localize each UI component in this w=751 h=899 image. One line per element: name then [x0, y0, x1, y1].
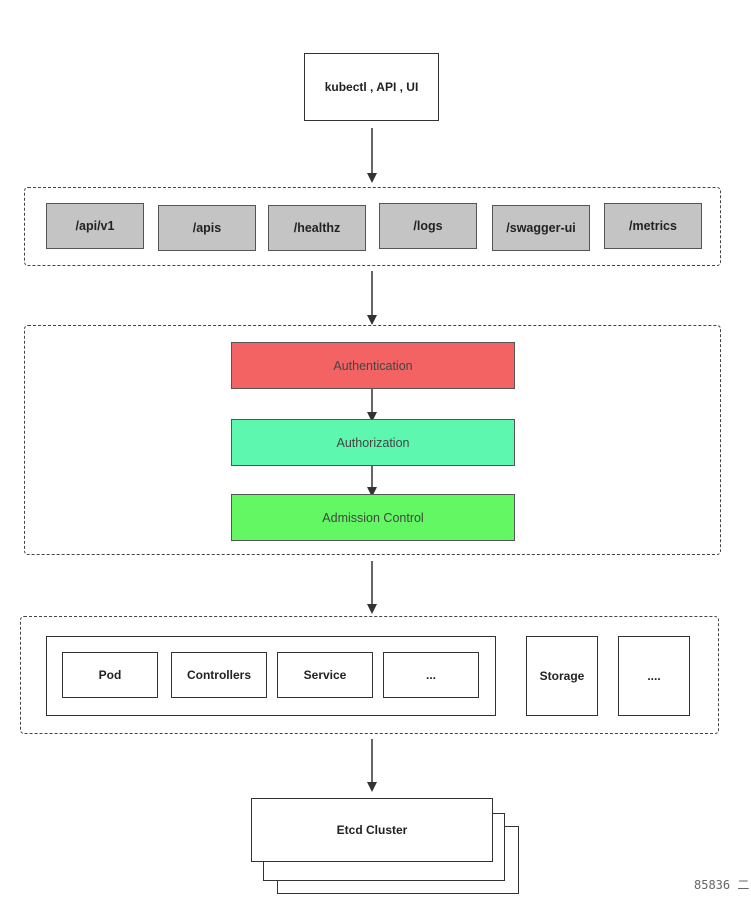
pipeline-group — [24, 325, 721, 555]
endpoints-group — [24, 187, 721, 266]
resource-pod: Pod — [62, 652, 158, 698]
endpoint-logs: /logs — [379, 203, 477, 249]
authentication-box: Authentication — [231, 342, 515, 389]
client-box: kubectl , API , UI — [304, 53, 439, 121]
endpoint-metrics: /metrics — [604, 203, 702, 249]
endpoint-api-v1: /api/v1 — [46, 203, 144, 249]
resource-service: Service — [277, 652, 373, 698]
endpoint-apis: /apis — [158, 205, 256, 251]
resource-more: ... — [383, 652, 479, 698]
resources-more-box: .... — [618, 636, 690, 716]
resources-group — [20, 616, 719, 734]
admission-control-label: Admission Control — [322, 510, 424, 525]
authentication-label: Authentication — [333, 358, 413, 373]
admission-control-box: Admission Control — [231, 494, 515, 541]
endpoint-healthz: /healthz — [268, 205, 366, 251]
resource-controllers: Controllers — [171, 652, 267, 698]
client-label: kubectl , API , UI — [324, 80, 419, 94]
storage-box: Storage — [526, 636, 598, 716]
etcd-cluster-box: Etcd Cluster — [251, 798, 493, 862]
endpoint-swagger-ui: /swagger-ui — [492, 205, 590, 251]
watermark-text: 85836 二 — [694, 878, 750, 892]
etcd-cluster-label: Etcd Cluster — [336, 823, 408, 837]
authorization-box: Authorization — [231, 419, 515, 466]
authorization-label: Authorization — [336, 435, 410, 450]
